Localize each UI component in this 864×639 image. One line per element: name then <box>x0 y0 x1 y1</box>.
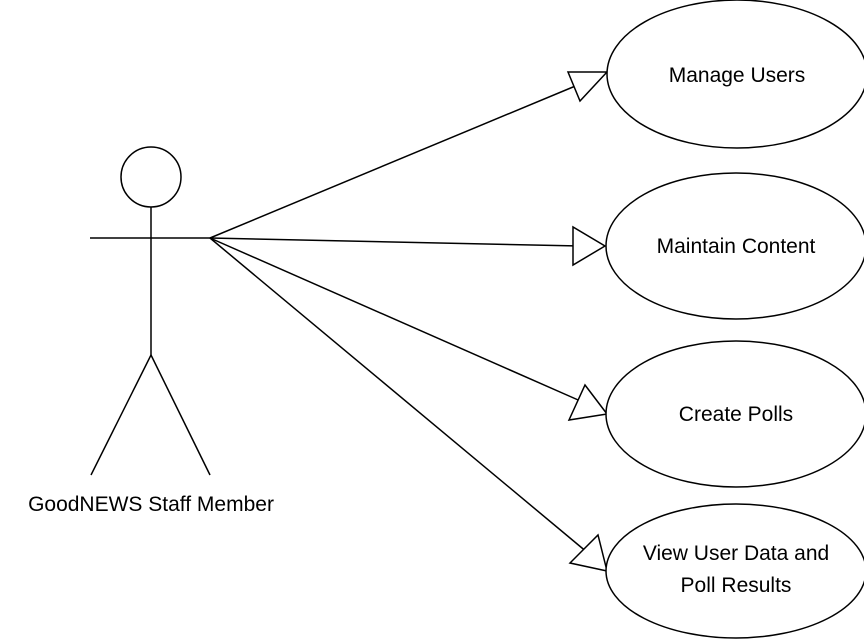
use-case-ellipse <box>605 172 864 320</box>
association-line-create-polls <box>209 237 586 404</box>
actor-left-leg <box>90 354 152 476</box>
use-case-label: Maintain Content <box>657 235 816 258</box>
use-case-label: Create Polls <box>679 403 793 426</box>
association-arrowhead-maintain-content <box>572 225 607 267</box>
use-case-ellipse <box>605 503 864 639</box>
actor: GoodNEWS Staff Member <box>28 146 274 516</box>
use-case-create-polls: Create Polls <box>605 340 864 488</box>
actor-label: GoodNEWS Staff Member <box>28 493 274 516</box>
association-line-manage-users <box>209 81 586 239</box>
actor-head <box>120 146 182 208</box>
use-case-ellipse <box>606 0 864 149</box>
use-case-label-line-1: View User Data and <box>643 542 829 565</box>
association-arrowhead-create-polls <box>567 383 609 421</box>
association-line-maintain-content <box>209 237 581 247</box>
use-case-label: Manage Users <box>669 64 806 87</box>
use-case-ellipse <box>605 340 864 488</box>
associations <box>209 71 609 572</box>
association-arrowhead-view-user-data <box>568 533 609 572</box>
use-case-manage-users: Manage Users <box>606 0 864 149</box>
association-line-view-user-data <box>209 237 589 554</box>
use-case-view-user-data: View User Data and Poll Results <box>605 503 864 639</box>
use-case-label-line-2: Poll Results <box>681 574 792 597</box>
actor-right-leg <box>150 354 211 476</box>
association-arrowhead-manage-users <box>566 71 609 103</box>
use-case-maintain-content: Maintain Content <box>605 172 864 320</box>
